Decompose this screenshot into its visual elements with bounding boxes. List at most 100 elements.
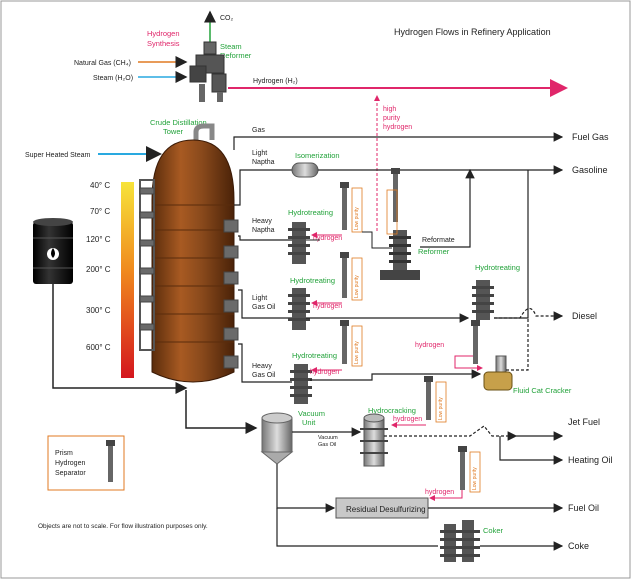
footnote: Objects are not to scale. For flow illus… [38,523,208,530]
steam-h2o-label: Steam (H₂O) [93,75,133,82]
heavy-naptha-line [238,235,292,241]
vacuum-label-2: Unit [302,418,316,427]
reformer-orange-box [386,189,398,235]
product-gasoline: Gasoline [572,165,608,175]
reformate-line [420,168,475,248]
prism-separator-2 [340,252,349,298]
temp-label-300: 300° C [86,306,111,315]
tower-top-pipe [193,123,215,145]
coker-label: Coker [483,526,504,535]
reformer-unit [380,168,420,280]
fluid-cat-cracker-unit [483,355,513,391]
crude-distillation-label-2: Tower [163,127,184,136]
temp-label-40: 40° C [90,181,110,190]
light-gas-oil-label-2: Gas Oil [252,304,276,311]
prism-separator-3 [340,320,349,364]
hydrotreater-2 [288,288,310,330]
crude-distillation-label-1: Crude Distillation [150,118,207,127]
reformate-label: Reformate [422,237,455,244]
hydrotreating-label-2: Hydrotreating [290,276,335,285]
hydrocracking-label: Hydrocracking [368,406,416,415]
prism-separator-hc [424,376,433,420]
product-heating-oil: Heating Oil [568,455,613,465]
hydrogen-label-fcc: hydrogen [415,342,444,349]
heavy-naptha-to-reformer [362,231,392,249]
vacuum-gas-oil-label-2: Gas Oil [318,442,336,448]
hydrogen-synthesis-label-1: Hydrogen [147,29,180,38]
temperature-gradient-bar [121,182,134,378]
product-fuel-oil: Fuel Oil [568,503,599,513]
diagram-title: Hydrogen Flows in Refinery Application [394,27,551,37]
co2-label: CO₂ [220,15,234,22]
vacuum-label-1: Vacuum [298,409,325,418]
temp-label-200: 200° C [86,265,111,274]
low-purity-box-1 [351,187,363,233]
hydrogen-label-1: hydrogen [313,235,342,242]
steam-reformer-label-2: Reformer [220,51,252,60]
product-jet-fuel: Jet Fuel [568,417,600,427]
crude-oil-drum [33,218,73,284]
isomerization-unit [291,162,319,178]
high-purity-label-2: purity [383,115,401,122]
low-purity-label-1: Low purity [354,207,360,230]
heavy-naptha-label-2: Naptha [252,227,275,234]
legend-line-3: Separator [55,470,86,477]
hydrogen-label-hc: hydrogen [393,416,422,423]
reformer-label: Reformer [418,247,450,256]
natural-gas-label: Natural Gas (CH₄) [74,60,131,67]
legend-line-1: Prism [55,450,73,457]
light-naptha-label-2: Naptha [252,159,275,166]
vacuum-gas-oil-label-1: Vacuum [318,435,338,441]
heavy-gas-oil-to-fcc [310,369,482,381]
light-naptha-line [234,169,292,206]
hydrogen-label-rd: hydrogen [425,489,454,496]
prism-separator-1 [340,182,349,230]
temp-label-70: 70° C [90,207,110,216]
legend: Prism Hydrogen Separator [47,435,125,491]
low-purity-label-hc: Low purity [438,397,444,420]
light-gas-oil-line [238,289,292,319]
isomerization-label: Isomerization [295,151,340,160]
temp-label-600: 600° C [86,343,111,352]
hydrotreating-label-3: Hydrotreating [475,263,520,272]
fcc-to-diesel-line [506,318,529,371]
hydrogen-synthesis-label-2: Synthesis [147,39,180,48]
stream-gas-label: Gas [252,127,265,134]
high-purity-label-3: hydrogen [383,124,412,131]
hydrotreater-4 [290,364,312,404]
light-gas-oil-label-1: Light [252,295,267,302]
fluid-cat-cracker-label: Fluid Cat Cracker [513,386,572,395]
hydrogen-label-4: hydrogen [310,369,339,376]
temp-label-120: 120° C [86,235,111,244]
heavy-naptha-label-1: Heavy [252,218,272,225]
low-purity-box-2 [351,257,363,301]
legend-line-2: Hydrogen [55,460,85,467]
hydrotreater-3 [472,280,494,320]
low-purity-box-hc [435,381,447,423]
hydrogen-label-2: hydrogen [313,303,342,310]
heating-oil-line [499,436,564,465]
hydrotreater-1 [288,222,310,264]
crude-feed-line [52,284,188,394]
hydrotreating-label-1: Hydrotreating [288,208,333,217]
product-diesel: Diesel [572,311,597,321]
high-purity-label-1: high [383,106,396,113]
hydrocracker-unit [360,413,388,467]
residual-desulfurizing-label: Residual Desulfurizing [346,505,426,514]
gas-line [233,132,564,150]
steam-reformer-unit [189,41,227,102]
super-heated-steam-label: Super Heated Steam [25,152,91,159]
tower-scaffold [139,179,239,369]
heavy-gas-oil-label-2: Gas Oil [252,372,276,379]
distillation-tower [151,139,235,383]
prism-separator-rd [458,446,467,490]
hydrocracker-out-jet [384,425,518,441]
coker-unit [440,520,480,562]
steam-reformer-label-1: Steam [220,42,242,51]
heavy-gas-oil-label-1: Heavy [252,363,272,370]
vacuum-unit [260,412,294,465]
low-purity-box-3 [351,325,363,367]
